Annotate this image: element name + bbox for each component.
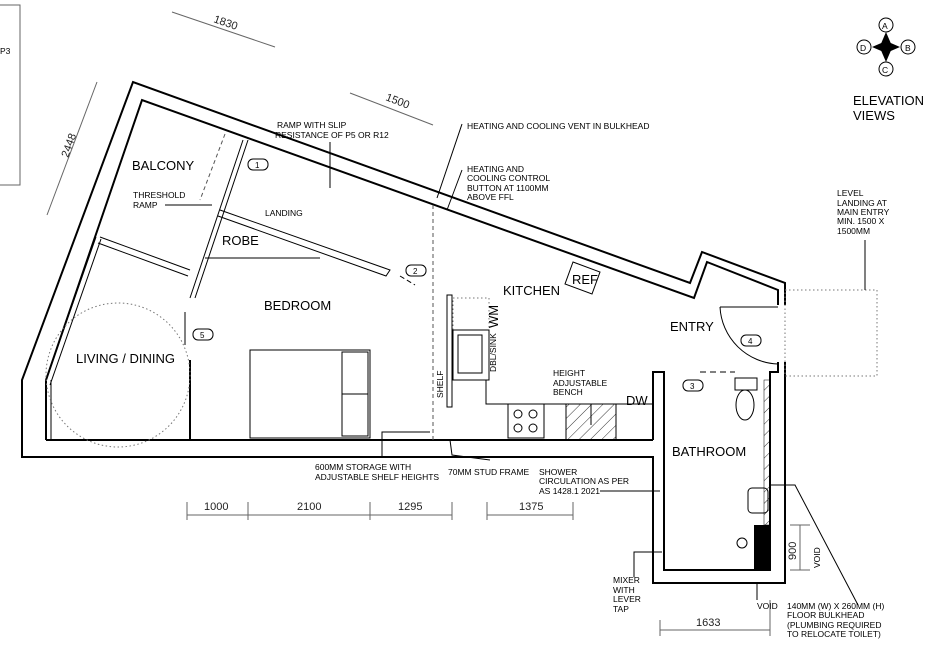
compass-d: D	[860, 43, 866, 53]
note-bulkhead-1: 140MM (W) X 260MM (H)	[787, 601, 884, 611]
note-bulkhead-3: (PLUMBING REQUIRED	[787, 620, 881, 630]
note-bulkhead-2: FLOOR BULKHEAD	[787, 610, 864, 620]
dim-900: 900	[787, 542, 799, 560]
note-void-side: VOID	[812, 547, 822, 568]
svg-text:3: 3	[690, 382, 695, 391]
room-bathroom: BATHROOM	[672, 444, 746, 459]
note-mixer-3: LEVER	[613, 594, 641, 604]
cooktop	[507, 403, 545, 439]
note-threshold-1: THRESHOLD	[133, 190, 185, 200]
dim-1633: 1633	[696, 617, 720, 629]
dim-1295: 1295	[398, 501, 422, 513]
sheet-frame	[0, 4, 21, 186]
note-landing: LANDING	[265, 208, 303, 218]
note-bench-2: ADJUSTABLE	[553, 378, 607, 388]
bed	[249, 349, 371, 439]
compass-a: A	[882, 21, 888, 31]
dim-2448: 2448	[60, 132, 80, 159]
svg-text:1: 1	[255, 161, 260, 170]
note-level-4: MIN. 1500 X	[837, 216, 885, 226]
shower-head	[736, 537, 748, 549]
room-living-dining: LIVING / DINING	[76, 351, 175, 366]
note-ramp-1: RAMP WITH SLIP	[277, 120, 347, 130]
fixture-sink: DBL/SINK	[488, 333, 498, 372]
compass-c: C	[882, 65, 888, 75]
note-vent: HEATING AND COOLING VENT IN BULKHEAD	[467, 121, 649, 131]
svg-text:5: 5	[200, 331, 205, 340]
room-kitchen: KITCHEN	[503, 283, 560, 298]
room-robe: ROBE	[222, 233, 259, 248]
note-void-bottom: VOID	[757, 601, 778, 611]
dimension-lines	[46, 11, 810, 636]
note-control-1: HEATING AND	[467, 164, 524, 174]
note-storage-2: ADJUSTABLE SHELF HEIGHTS	[315, 472, 439, 482]
note-mixer-1: MIXER	[613, 575, 640, 585]
note-bulkhead-4: TO RELOCATE TOILET)	[787, 629, 881, 639]
note-level-1: LEVEL	[837, 188, 864, 198]
note-control-3: BUTTON AT 1100MM	[467, 183, 549, 193]
note-level-3: MAIN ENTRY	[837, 207, 890, 217]
view-tag-5[interactable]: 5	[192, 328, 214, 341]
compass-b: B	[905, 43, 911, 53]
fixture-dw: DW	[626, 393, 648, 408]
entry-door-swing[interactable]	[719, 306, 779, 365]
note-shower-3: AS 1428.1 2021	[539, 486, 600, 496]
note-shower-2: CIRCULATION AS PER	[539, 476, 629, 486]
note-ramp-2: RESISTANCE OF P5 OR R12	[275, 130, 389, 140]
room-balcony: BALCONY	[132, 158, 194, 173]
dim-1375: 1375	[519, 501, 543, 513]
note-control-2: COOLING CONTROL	[467, 173, 550, 183]
note-mixer-4: TAP	[613, 604, 629, 614]
view-tag-4[interactable]: 4	[740, 334, 762, 347]
compass-icon	[856, 17, 916, 77]
sheet-ref: P3	[0, 46, 11, 56]
view-tag-3[interactable]: 3	[682, 379, 704, 392]
note-storage-1: 600MM STORAGE WITH	[315, 462, 411, 472]
note-threshold-2: RAMP	[133, 200, 158, 210]
room-bedroom: BEDROOM	[264, 298, 331, 313]
view-tag-2[interactable]: 2	[405, 264, 427, 277]
turning-circle	[45, 302, 191, 448]
dim-1000: 1000	[204, 501, 228, 513]
basin	[747, 487, 769, 514]
fridge	[564, 261, 601, 295]
elevation-title-1: ELEVATION	[853, 93, 924, 108]
dim-1500: 1500	[384, 92, 411, 112]
fixture-wm: WM	[486, 305, 501, 328]
room-entry: ENTRY	[670, 319, 714, 334]
note-mixer-2: WITH	[613, 585, 635, 595]
note-control-4: ABOVE FFL	[467, 192, 514, 202]
note-shower-1: SHOWER	[539, 467, 577, 477]
note-stud-frame: 70MM STUD FRAME	[448, 467, 530, 477]
svg-text:2: 2	[413, 267, 418, 276]
view-tag-1[interactable]: 1	[247, 158, 269, 171]
leader-lines	[165, 123, 866, 606]
svg-text:4: 4	[748, 337, 753, 346]
fixture-shelf: SHELF	[435, 371, 445, 398]
note-level-2: LANDING AT	[837, 198, 887, 208]
dim-2100: 2100	[297, 501, 321, 513]
floor-bulkhead	[754, 525, 770, 570]
elevation-title-2: VIEWS	[853, 108, 895, 123]
bathroom-wall-hatch	[763, 379, 771, 526]
toilet	[735, 389, 755, 421]
entry-landing	[784, 289, 878, 377]
fixture-ref: REF	[572, 272, 598, 287]
note-level-5: 1500MM	[837, 226, 870, 236]
note-bench-3: BENCH	[553, 387, 583, 397]
note-bench-1: HEIGHT	[553, 368, 585, 378]
